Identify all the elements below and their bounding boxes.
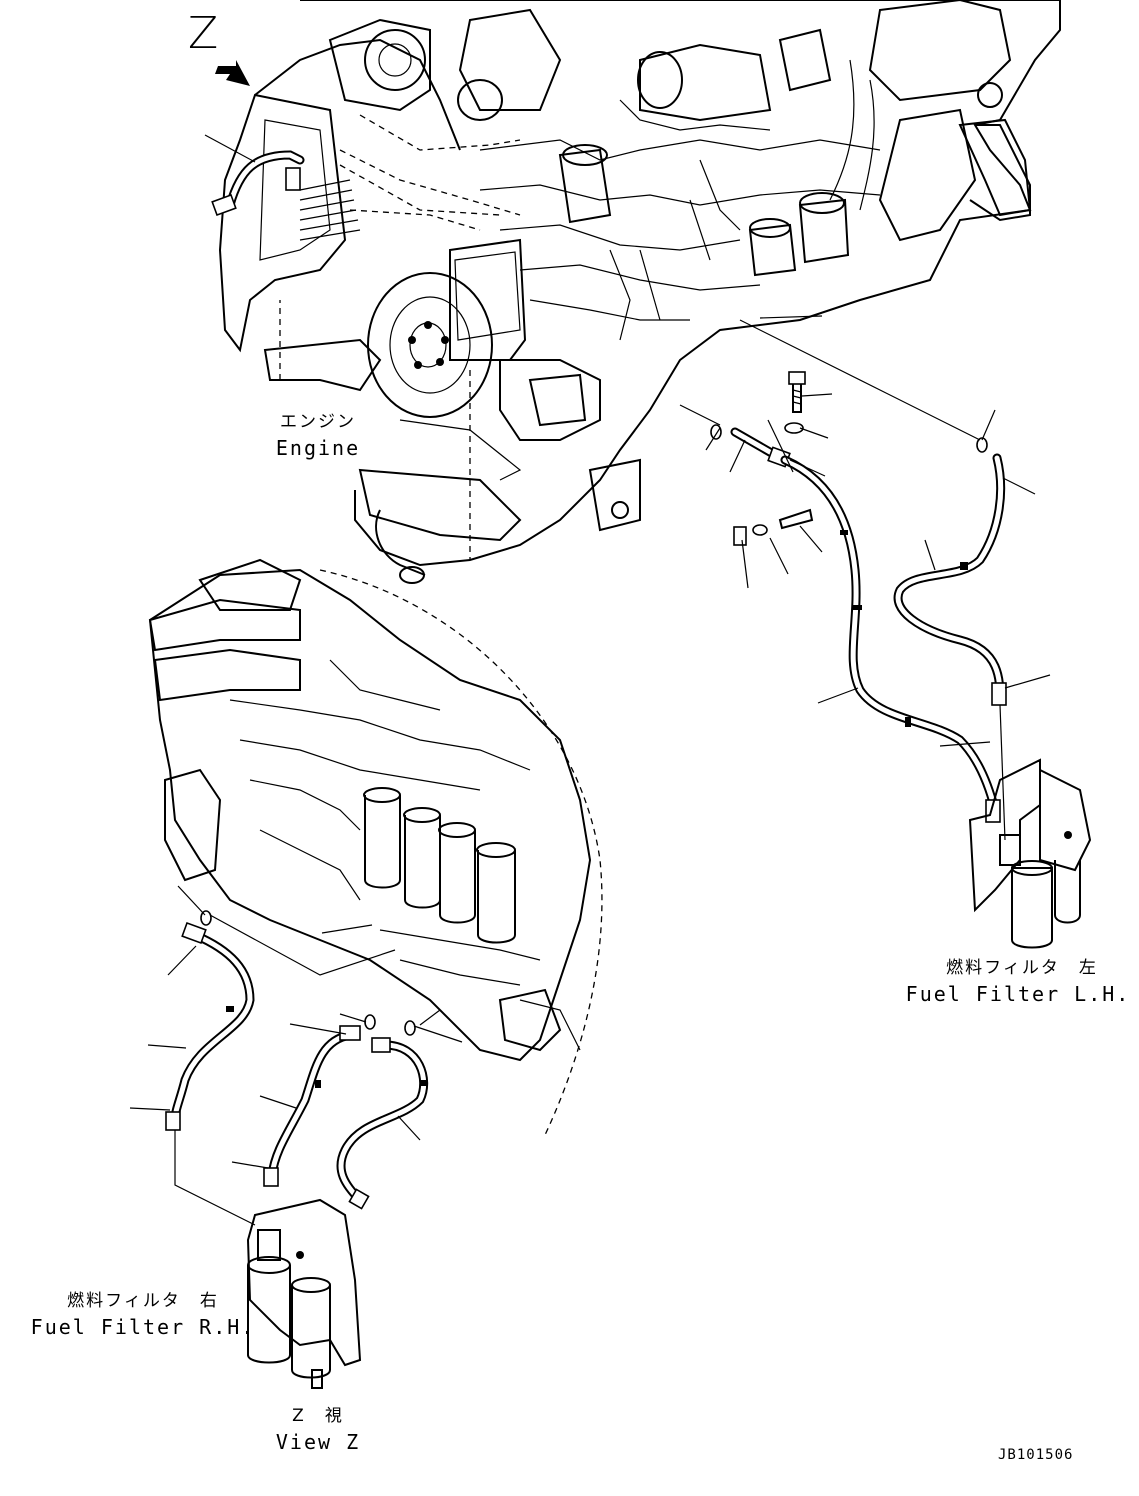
view-z-label-jp: Z 視: [292, 1406, 344, 1426]
fuel-filter-lh-label-en: Fuel Filter L.H.: [905, 982, 1131, 1006]
drawing-code: JB101506: [998, 1447, 1074, 1463]
view-z-assembly: [148, 558, 603, 1389]
fuel-filter-rh-label-jp: 燃料フィルタ 右: [67, 1291, 219, 1311]
lh-fuel-lines: [679, 319, 1092, 949]
leader-lines: [129, 134, 1051, 1169]
engine-label-jp: エンジン: [280, 412, 356, 432]
view-z-label-en: View Z: [275, 1430, 361, 1454]
fuel-filter-rh-label-en: Fuel Filter R.H.: [30, 1315, 256, 1339]
view-z-arrow: [215, 60, 250, 86]
engine-top-assembly: [211, 0, 1061, 584]
view-z-marker: Z: [188, 8, 219, 59]
fuel-filter-lh-label-jp: 燃料フィルタ 左: [946, 958, 1098, 978]
engine-label-en: Engine: [275, 436, 361, 460]
